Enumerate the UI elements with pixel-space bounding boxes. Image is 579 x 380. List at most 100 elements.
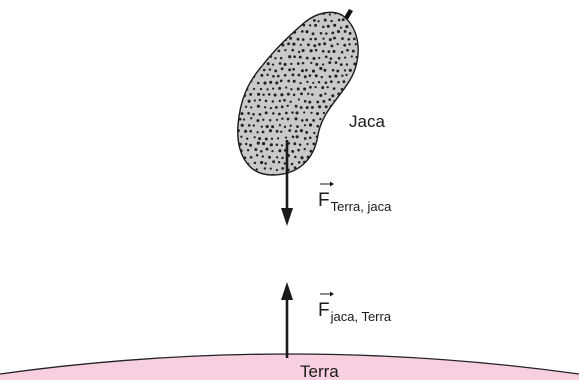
texture-dot — [245, 31, 247, 33]
texture-dot — [330, 155, 333, 158]
texture-dot — [264, 167, 266, 169]
texture-dot — [266, 88, 268, 90]
texture-dot — [234, 150, 236, 152]
texture-dot — [256, 131, 258, 133]
texture-dot — [247, 112, 250, 115]
texture-dot — [287, 105, 289, 107]
texture-dot — [341, 112, 344, 115]
texture-dot — [262, 93, 264, 95]
texture-dot — [257, 142, 260, 145]
texture-dot — [333, 137, 336, 140]
texture-dot — [316, 101, 319, 104]
texture-dot — [359, 24, 362, 27]
texture-dot — [306, 106, 309, 109]
force-arrow-down-head — [281, 208, 293, 226]
texture-dot — [287, 42, 290, 45]
texture-dot — [336, 70, 339, 73]
texture-dot — [249, 144, 252, 147]
earth-surface — [0, 354, 579, 380]
texture-dot — [281, 167, 284, 170]
texture-dot — [309, 86, 312, 89]
texture-dot — [357, 81, 360, 84]
texture-dot — [298, 51, 300, 53]
texture-dot — [243, 68, 245, 70]
texture-dot — [325, 156, 328, 159]
texture-dot — [305, 119, 308, 122]
texture-dot — [337, 30, 340, 33]
texture-dot — [332, 131, 334, 133]
texture-dot — [335, 112, 337, 114]
texture-dot — [276, 156, 278, 158]
texture-dot — [241, 51, 243, 53]
texture-dot — [287, 118, 290, 121]
texture-dot — [346, 150, 348, 152]
texture-dot — [356, 93, 359, 96]
texture-dot — [262, 119, 264, 121]
texture-dot — [301, 69, 304, 72]
texture-dot — [330, 80, 333, 83]
texture-dot — [252, 62, 255, 65]
texture-dot — [245, 168, 248, 171]
texture-dot — [309, 161, 311, 163]
texture-dot — [283, 99, 286, 102]
texture-dot — [314, 38, 317, 41]
texture-dot — [272, 75, 275, 78]
texture-dot — [355, 155, 358, 158]
texture-dot — [345, 173, 348, 176]
texture-dot — [346, 63, 348, 65]
texture-dot — [337, 43, 339, 45]
texture-dot — [254, 38, 256, 40]
texture-dot — [241, 112, 244, 115]
texture-dot — [324, 131, 327, 134]
texture-dot — [340, 26, 342, 28]
texture-dot — [348, 93, 351, 96]
texture-dot — [302, 12, 305, 15]
texture-dot — [269, 129, 272, 132]
texture-dot — [322, 100, 325, 103]
texture-dot — [297, 38, 300, 41]
texture-dot — [316, 149, 319, 152]
texture-dot — [278, 161, 280, 163]
texture-dot — [294, 166, 297, 169]
texture-dot — [265, 37, 267, 39]
texture-dot — [248, 61, 251, 64]
texture-dot — [293, 55, 296, 58]
texture-dot — [291, 49, 294, 52]
texture-dot — [349, 69, 352, 72]
force-label-jackfruit-on-earth: Fjaca, Terra — [318, 292, 392, 325]
texture-dot — [291, 12, 294, 15]
texture-dot — [266, 125, 269, 128]
texture-dot — [252, 49, 254, 51]
texture-dot — [341, 161, 344, 164]
texture-dot — [292, 43, 295, 46]
texture-dot — [245, 44, 248, 47]
texture-dot — [343, 94, 346, 97]
force-symbol: F — [318, 190, 330, 211]
texture-dot — [333, 37, 336, 40]
texture-dot — [328, 98, 331, 101]
texture-dot — [255, 56, 258, 59]
texture-dot — [263, 82, 266, 85]
texture-dot — [298, 161, 301, 164]
force-subscript: jaca, Terra — [330, 309, 392, 324]
texture-dot — [349, 32, 352, 35]
texture-dot — [294, 156, 297, 159]
texture-dot — [327, 161, 329, 163]
texture-dot — [327, 25, 330, 28]
texture-dot — [280, 57, 283, 60]
texture-dot — [282, 32, 285, 35]
texture-dot — [274, 69, 277, 72]
texture-dot — [306, 143, 308, 145]
texture-dot — [299, 143, 302, 146]
texture-dot — [323, 69, 326, 72]
texture-dot — [315, 49, 318, 52]
texture-dot — [341, 149, 343, 151]
texture-dot — [318, 142, 321, 145]
texture-dot — [306, 81, 308, 83]
texture-dot — [355, 144, 358, 147]
texture-dot — [356, 131, 359, 134]
texture-dot — [295, 111, 298, 114]
texture-dot — [291, 163, 294, 166]
texture-dot — [328, 113, 331, 116]
texture-dot — [290, 63, 292, 65]
